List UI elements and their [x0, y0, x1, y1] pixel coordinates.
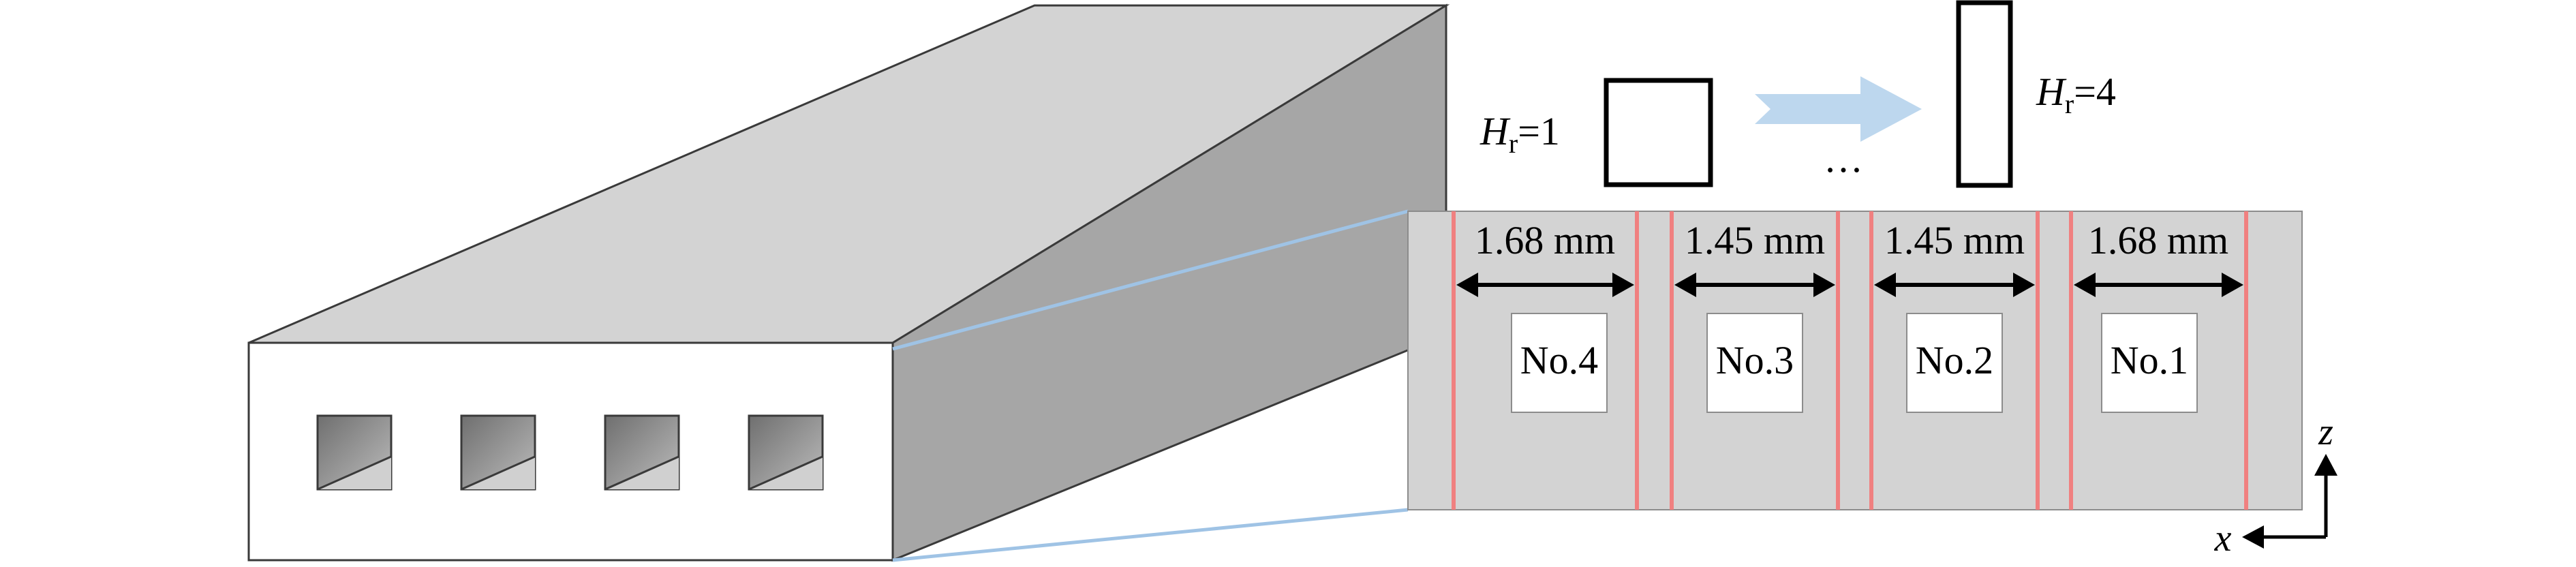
transition-arrow — [1755, 76, 1922, 142]
channel-hole — [748, 414, 824, 491]
channel-no3: 1.45 mm No.3 — [1674, 218, 1835, 413]
cross-section-panel: 1.68 mm No.4 1.45 mm No.3 1.45 mm No.2 — [1407, 211, 2303, 510]
arrowhead-right — [2013, 273, 2035, 297]
channel-label: No.3 — [1716, 338, 1794, 382]
channel-box — [1906, 313, 2003, 413]
arrowhead-right — [2222, 273, 2243, 297]
hr-value: =4 — [2074, 70, 2116, 114]
hr-symbol: H — [2036, 70, 2067, 114]
z-arrowhead — [2314, 454, 2337, 476]
channel-box — [1706, 313, 1803, 413]
x-arrowhead — [2242, 525, 2264, 549]
aspect-ratio-legend: Hr=1 … Hr=4 — [1479, 0, 2116, 188]
channel-no2: 1.45 mm No.2 — [1874, 218, 2035, 413]
tall-channel-shape — [1956, 0, 2013, 188]
arrowhead-left — [1674, 273, 1696, 297]
channel-hole — [460, 414, 536, 491]
arrowhead-right — [1612, 273, 1634, 297]
z-axis-label: z — [2318, 411, 2333, 453]
channel-width-label: 1.68 mm — [1475, 218, 1615, 262]
channel-width-label: 1.68 mm — [2088, 218, 2228, 262]
arrowhead-right — [1813, 273, 1835, 297]
tube-3d — [247, 3, 1450, 562]
axis-indicator: z x — [2214, 411, 2337, 560]
channel-label: No.4 — [1520, 338, 1598, 382]
channel-width-label: 1.45 mm — [1884, 218, 2025, 262]
channel-box — [2101, 313, 2198, 413]
arrowhead-left — [1456, 273, 1478, 297]
zoom-line-bottom — [892, 508, 1409, 562]
arrowhead-left — [2074, 273, 2096, 297]
hr-value: =1 — [1518, 109, 1560, 153]
ellipsis-text: … — [1824, 136, 1863, 181]
channel-hole — [316, 414, 393, 491]
arrowhead-left — [1874, 273, 1896, 297]
zoom-line-top — [892, 209, 1409, 351]
hr-subscript: r — [1509, 128, 1518, 159]
x-axis-label: x — [2214, 517, 2232, 560]
channel-no4: 1.68 mm No.4 — [1456, 218, 1634, 413]
aspect-ratio-left-label: Hr=1 — [1479, 109, 1560, 159]
aspect-ratio-right-label: Hr=4 — [2036, 70, 2116, 119]
channel-hole — [604, 414, 680, 491]
channel-width-label: 1.45 mm — [1685, 218, 1825, 262]
hr-symbol: H — [1479, 109, 1511, 153]
channel-label: No.2 — [1916, 338, 1993, 382]
channel-label: No.1 — [2111, 338, 2188, 382]
channel-no1: 1.68 mm No.1 — [2074, 218, 2243, 413]
square-channel-shape — [1604, 78, 1713, 187]
hr-subscript: r — [2065, 89, 2074, 119]
channel-box — [1511, 313, 1608, 413]
